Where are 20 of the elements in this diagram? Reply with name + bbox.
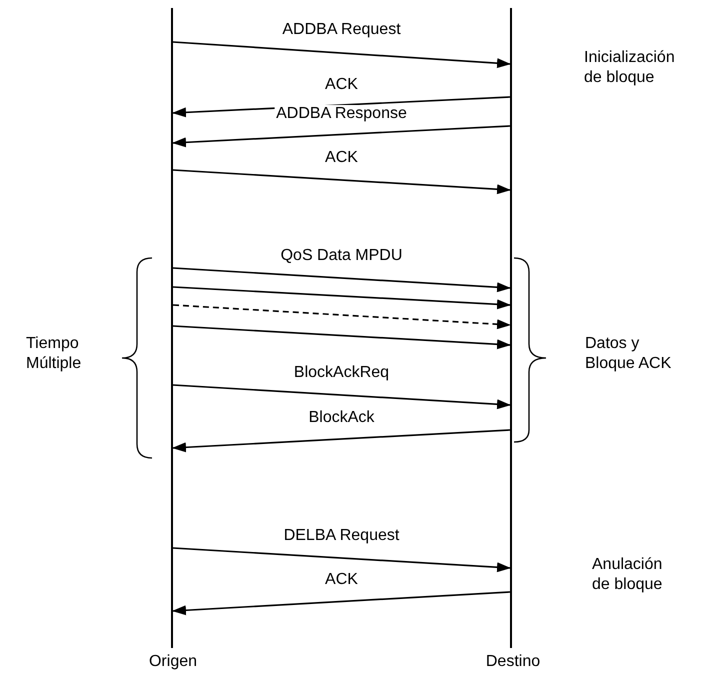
message-arrow (172, 547, 511, 572)
lifeline-label: Destino (484, 653, 542, 671)
message-arrow (172, 286, 511, 310)
edge-label: QoS Data MPDU (278, 247, 404, 265)
message-arrow (172, 384, 511, 410)
phase-label: Tiempo Múltiple (26, 334, 82, 374)
message-arrow (172, 41, 511, 68)
message-arrow (172, 125, 510, 148)
phase-label: Inicialización de bloque (584, 48, 676, 88)
message-arrow (172, 169, 511, 194)
message-arrow (172, 304, 511, 330)
message-arrow (172, 429, 510, 452)
edge-label: ADDBA Response (274, 105, 409, 123)
message-arrow (172, 591, 510, 616)
phase-label: Anulación de bloque (592, 555, 664, 595)
lifeline-label: Origen (148, 653, 198, 671)
phase-label: Datos y Bloque ACK (585, 334, 672, 374)
edge-label: ADDBA Request (280, 21, 403, 39)
message-arrow (172, 325, 511, 350)
message-arrow (172, 267, 511, 292)
